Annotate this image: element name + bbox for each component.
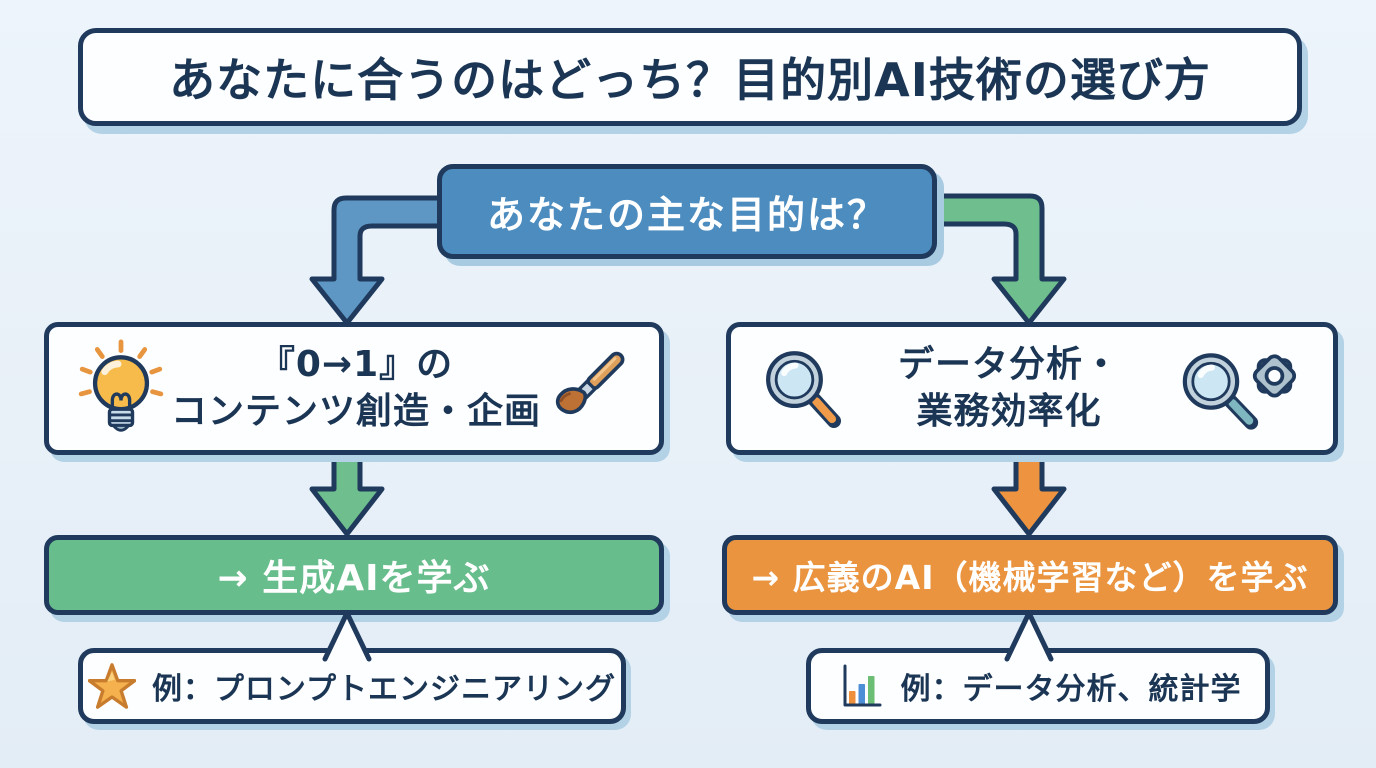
bar-chart-icon xyxy=(835,661,885,711)
branch-analysis-label: データ分析・ 業務効率化 xyxy=(898,342,1120,434)
right-elbow-arrow xyxy=(928,193,1067,326)
page-title: あなたに合うのはどっち？目的別AI技術の選び方 xyxy=(78,28,1302,126)
example-node-data: 例：データ分析、統計学 xyxy=(806,648,1270,724)
magnifier-gear-icon xyxy=(1169,342,1309,436)
branch-creation-line2: コンテンツ創造・企画 xyxy=(170,390,541,432)
magnifier-icon xyxy=(755,342,849,436)
branch-creation-label: 『0→1』の コンテンツ創造・企画 xyxy=(171,342,541,434)
result-node-broad-ai: → 広義のAI（機械学習など）を学ぶ xyxy=(722,535,1338,615)
result-genai-text: → 生成AIを学ぶ xyxy=(217,558,491,599)
question-text: あなたの主な目的は？ xyxy=(486,193,887,237)
right-down-arrow xyxy=(991,443,1067,537)
branch-analysis-line1: データ分析・ xyxy=(897,344,1120,386)
paintbrush-icon xyxy=(543,341,635,437)
result-node-genai: → 生成AIを学ぶ xyxy=(44,535,664,615)
example-prompt-text: 例：プロンプトエンジニアリング xyxy=(151,672,617,707)
gear-part xyxy=(1252,353,1297,398)
branch-node-analysis: データ分析・ 業務効率化 xyxy=(726,322,1338,455)
question-node: あなたの主な目的は？ xyxy=(437,164,937,259)
branch-creation-line1: 『0→1』の xyxy=(258,344,454,386)
star-icon xyxy=(87,662,136,710)
lightbulb-icon xyxy=(73,339,169,439)
left-elbow-arrow xyxy=(309,195,448,326)
example-data-text: 例：データ分析、統計学 xyxy=(900,672,1242,707)
page-title-text: あなたに合うのはどっち？目的別AI技術の選び方 xyxy=(169,53,1211,107)
result-broad-ai-text: → 広義のAI（機械学習など）を学ぶ xyxy=(751,558,1309,597)
example-node-prompt: 例：プロンプトエンジニアリング xyxy=(78,648,626,724)
branch-node-creation: 『0→1』の コンテンツ創造・企画 xyxy=(44,322,664,455)
branch-analysis-line2: 業務効率化 xyxy=(916,390,1102,432)
left-down-arrow xyxy=(309,443,385,537)
